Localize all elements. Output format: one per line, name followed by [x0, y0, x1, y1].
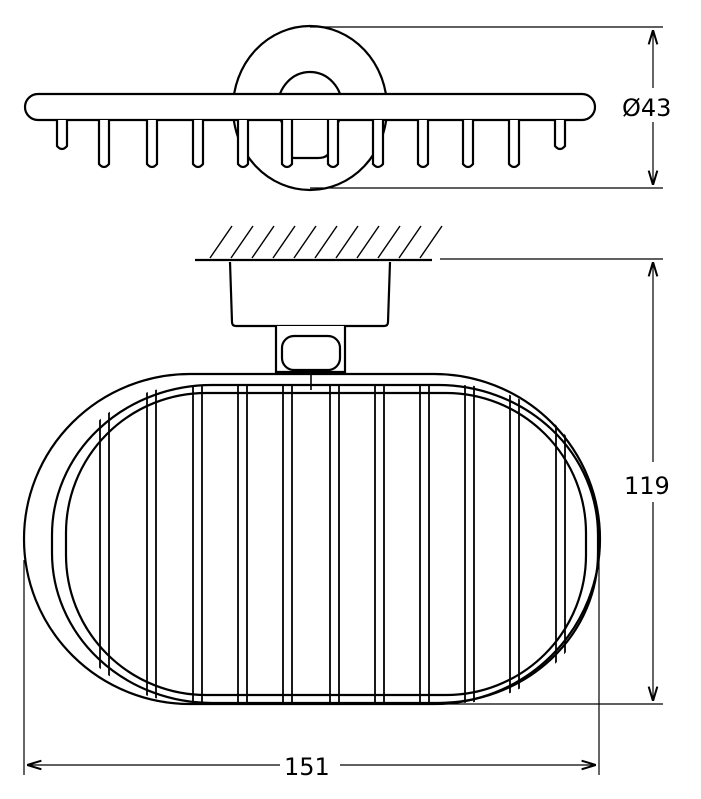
wall-hatch-icon: [209, 225, 443, 259]
hatch-line: [356, 225, 380, 259]
basket-bars: [99, 385, 566, 703]
hatch-line: [419, 225, 443, 259]
dimension-lines: [23, 26, 663, 775]
prong: [507, 120, 521, 169]
prong: [145, 120, 159, 169]
hatch-line: [293, 225, 317, 259]
hatch-line: [398, 225, 422, 259]
outer-ring: [22, 372, 602, 706]
wall-mount-cup: [228, 261, 392, 328]
prong: [55, 120, 69, 151]
prong: [416, 120, 430, 169]
clip-knob: [280, 334, 342, 372]
top-view: [23, 24, 597, 192]
hatch-line: [230, 225, 254, 259]
hatch-line: [314, 225, 338, 259]
top-rail: [23, 92, 597, 122]
prong: [236, 120, 250, 169]
prong: [553, 120, 567, 151]
prong: [371, 120, 385, 169]
height-label: 119: [624, 472, 670, 500]
prong: [461, 120, 475, 169]
diameter-label: Ø43: [622, 94, 671, 122]
hatch-line: [251, 225, 275, 259]
basket-edge: [64, 391, 588, 697]
width-label: 151: [284, 753, 330, 781]
hatch-line: [335, 225, 359, 259]
prong: [326, 120, 340, 169]
prong: [97, 120, 111, 169]
hatch-line: [209, 225, 233, 259]
prong: [191, 120, 205, 169]
hatch-line: [377, 225, 401, 259]
inner-ring: [50, 383, 600, 705]
prong: [280, 120, 294, 169]
front-view: [22, 225, 602, 706]
basket-prongs: [55, 120, 567, 169]
hatch-line: [272, 225, 296, 259]
